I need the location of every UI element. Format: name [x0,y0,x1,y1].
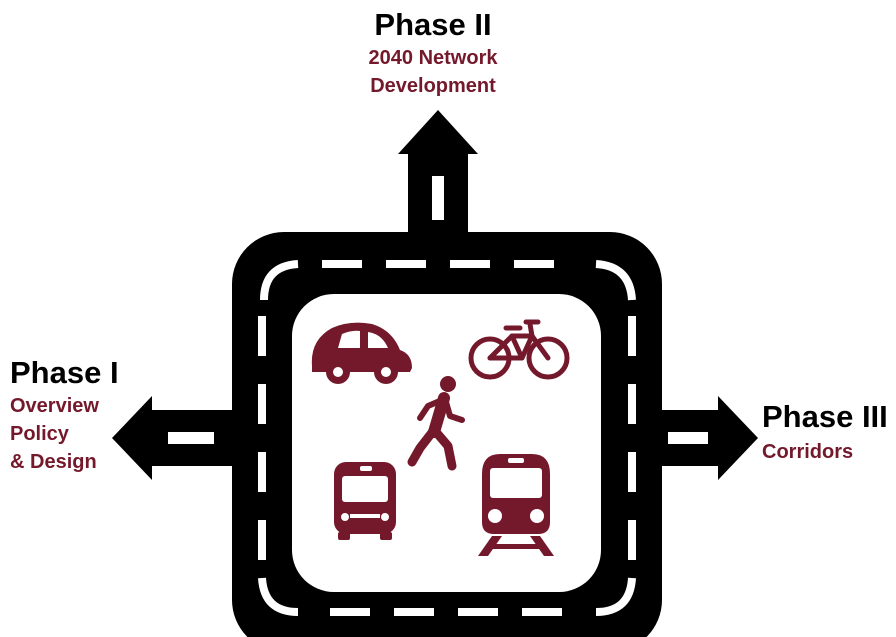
phase-1-title: Phase I [10,355,119,390]
lane-markings [258,260,636,616]
phase-3-subtitle-line-1: Corridors [762,441,854,463]
phase-1-label: Phase I Overview Policy & Design [10,356,119,474]
bicycle-icon [468,319,570,380]
phase-3-label: Phase III Corridors [762,400,888,464]
west-arrow [112,396,240,480]
phase-1-subtitle-line-2: Policy [10,423,69,445]
phase-2-title: Phase II [374,7,492,42]
phase-3-title: Phase III [762,399,888,434]
phase-2-subtitle-line-2: Development [370,75,496,97]
east-arrow [654,396,758,480]
pedestrian-icon [407,376,465,471]
phase-1-subtitle-line-3: & Design [10,451,97,473]
north-arrow [398,110,478,240]
car-icon [311,322,412,384]
phase-1-subtitle-line-1: Overview [10,395,99,417]
phase-2-label: Phase II 2040 Network Development [318,8,548,98]
bus-icon [334,462,396,540]
train-icon [478,454,554,556]
phase-2-subtitle-line-1: 2040 Network [368,47,498,69]
roundabout-road [232,232,662,637]
